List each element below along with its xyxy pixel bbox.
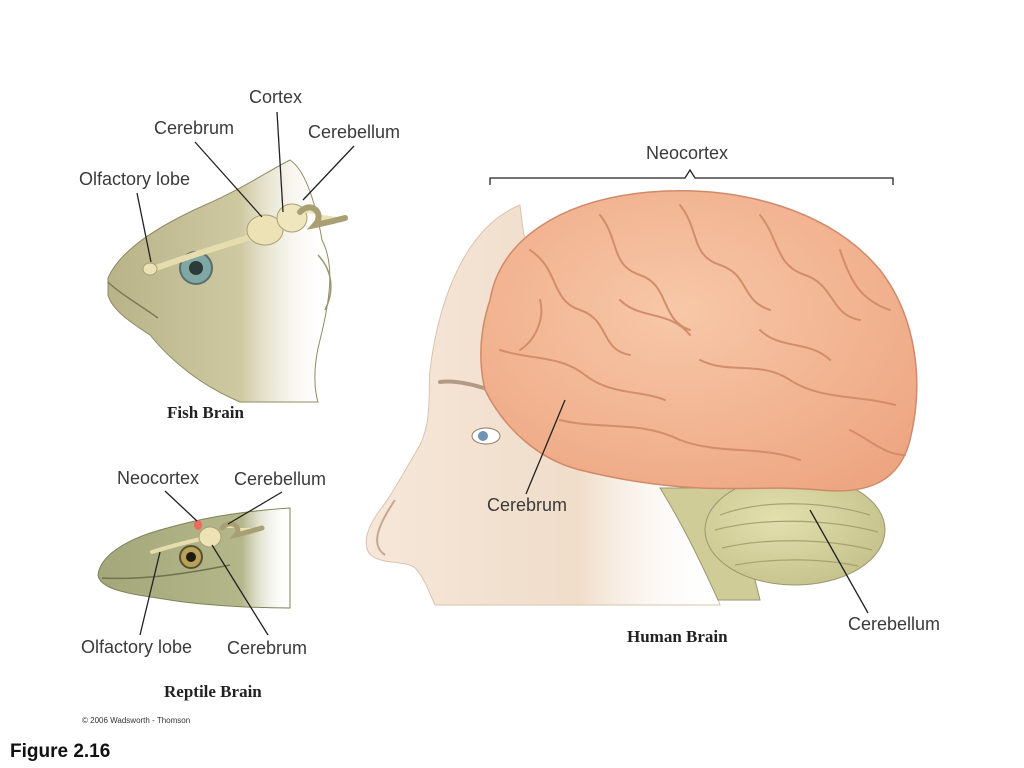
fish-cerebellum (297, 204, 348, 230)
fish-caption: Fish Brain (167, 403, 244, 422)
fish-label-olfactory-lobe: Olfactory lobe (79, 169, 191, 189)
fish-mouth (107, 281, 159, 319)
human-iris (478, 431, 488, 441)
copyright-notice: © 2006 Wadsworth - Thomson (82, 716, 191, 725)
human-cerebrum-gyri (499, 204, 906, 461)
reptile-eye-pupil (186, 552, 196, 562)
reptile-illustration (97, 490, 291, 636)
leader-fish-cerebrum (194, 141, 263, 218)
fish-gill (317, 254, 332, 311)
figure-label: Figure 2.16 (10, 741, 111, 762)
reptile-cerebrum (198, 526, 222, 548)
human-cerebrum (480, 190, 918, 492)
fish-label-cerebrum: Cerebrum (154, 118, 235, 138)
leader-reptile-cerebrum (211, 544, 269, 636)
reptile-neocortex-spot (194, 520, 202, 530)
fish-label-cortex: Cortex (249, 87, 303, 107)
reptile-jaw-line (101, 564, 231, 580)
reptile-label-cerebellum: Cerebellum (234, 469, 327, 489)
human-illustration (365, 168, 918, 614)
fish-eye-pupil (189, 261, 203, 275)
human-label-neocortex: Neocortex (646, 143, 729, 163)
leader-fish-olfactory (136, 192, 152, 263)
human-cerebellum-folia (714, 503, 879, 567)
leader-reptile-olfactory (139, 551, 161, 636)
human-caption: Human Brain (627, 627, 728, 646)
leader-reptile-cerebellum (227, 491, 283, 525)
human-nose (376, 499, 396, 556)
leader-fish-cerebellum (302, 145, 355, 201)
reptile-label-neocortex: Neocortex (117, 468, 200, 488)
human-cerebellum (704, 474, 886, 586)
reptile-caption: Reptile Brain (164, 682, 262, 701)
fish-illustration (107, 111, 355, 403)
fish-label-cerebellum: Cerebellum (308, 122, 401, 142)
reptile-cerebellum (219, 521, 265, 540)
fish-olfactory-tract (147, 233, 258, 273)
reptile-label-cerebrum: Cerebrum (227, 638, 308, 658)
reptile-label-olfactory-lobe: Olfactory lobe (81, 637, 193, 657)
leader-fish-cortex (276, 111, 284, 213)
neocortex-bracket (489, 168, 894, 185)
fish-cerebrum (246, 214, 284, 246)
leader-human-cerebrum (525, 399, 566, 495)
leader-reptile-neocortex (164, 490, 198, 522)
fish-olfactory-bulb (142, 262, 158, 276)
fish-head (107, 159, 331, 403)
human-label-cerebellum: Cerebellum (848, 614, 941, 634)
leader-human-cerebellum (809, 509, 869, 614)
human-label-cerebrum: Cerebrum (487, 495, 568, 515)
